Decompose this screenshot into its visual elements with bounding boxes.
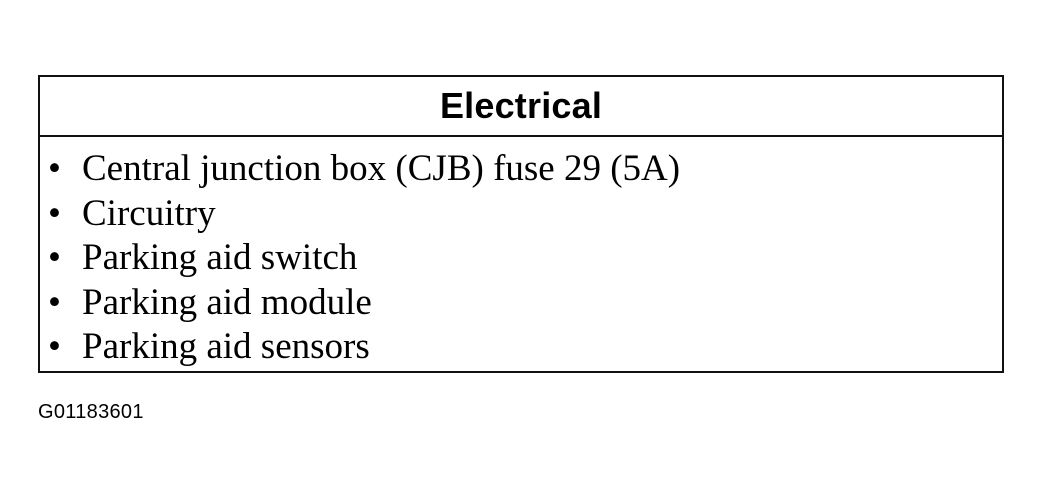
bullet-icon: • [48,326,61,367]
bullet-icon: • [48,281,61,323]
list-item: • Central junction box (CJB) fuse 29 (5A… [40,147,1002,192]
list-item: • Circuitry [40,192,1002,237]
list-item-text: Circuitry [82,192,216,234]
bullet-icon: • [48,148,61,189]
list-item: • Parking aid switch [40,236,1002,281]
bullet-icon: • [48,237,61,278]
table-header-title: Electrical [439,85,603,126]
figure-id: G01183601 [38,401,144,423]
list-item: • Parking aid module [40,281,1002,326]
list-item-text: Parking aid module [82,281,372,323]
list-item-text: Parking aid switch [82,237,358,278]
list-item: • Parking aid sensors [40,325,1002,370]
list-item-text: Parking aid sensors [82,326,370,367]
bullet-icon: • [48,192,61,234]
table-header: Electrical [40,77,1002,137]
electrical-table: Electrical • Central junction box (CJB) … [38,75,1004,373]
item-list: • Central junction box (CJB) fuse 29 (5A… [40,137,1002,370]
list-item-text: Central junction box (CJB) fuse 29 (5A) [82,148,681,189]
